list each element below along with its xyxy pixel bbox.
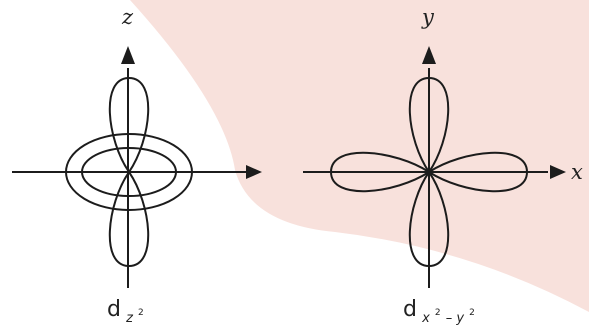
dz2-orbital-base: d — [107, 297, 121, 322]
dz2-z-axis-label: z — [121, 5, 134, 29]
dz2-horizontal-axis-arrowhead — [246, 165, 262, 179]
dx2y2-left-lobe — [329, 151, 431, 193]
dx2y2-y-axis-label: y — [421, 5, 435, 29]
dz2-torus-outer-ring — [65, 133, 193, 211]
dx2y2-orbital-base: d — [403, 297, 417, 322]
dx2y2-orbital-label: d x 2 – y 2 — [403, 297, 475, 326]
dx2y2-diagram: y x d x 2 – y 2 — [303, 5, 583, 326]
dx2y2-y-axis-arrowhead — [422, 46, 436, 64]
dx2y2-orbital-minus: – — [446, 311, 457, 326]
dz2-orbital-subscript: z — [125, 311, 134, 326]
dx2y2-orbital-sup-y: 2 — [469, 308, 475, 318]
dx2y2-x-axis-arrowhead — [550, 165, 566, 179]
background-watermark — [130, 0, 589, 312]
dx2y2-orbital-sup-x: 2 — [435, 308, 441, 318]
dz2-diagram: z d z 2 — [12, 5, 262, 326]
dz2-lower-lobe — [108, 170, 150, 268]
dz2-upper-lobe — [108, 76, 150, 174]
dx2y2-orbital-sub-y: y — [455, 311, 464, 326]
dx2y2-upper-lobe — [408, 76, 450, 174]
dz2-orbital-superscript: 2 — [138, 308, 144, 318]
dz2-z-axis-arrowhead — [121, 46, 135, 64]
dz2-orbital-label: d z 2 — [107, 297, 144, 326]
dx2y2-right-lobe — [427, 151, 529, 193]
dx2y2-x-axis-label: x — [571, 160, 583, 184]
dx2y2-lower-lobe — [408, 170, 450, 268]
dx2y2-orbital-sub-x: x — [421, 311, 430, 326]
dz2-torus-inner-ring — [81, 147, 177, 197]
